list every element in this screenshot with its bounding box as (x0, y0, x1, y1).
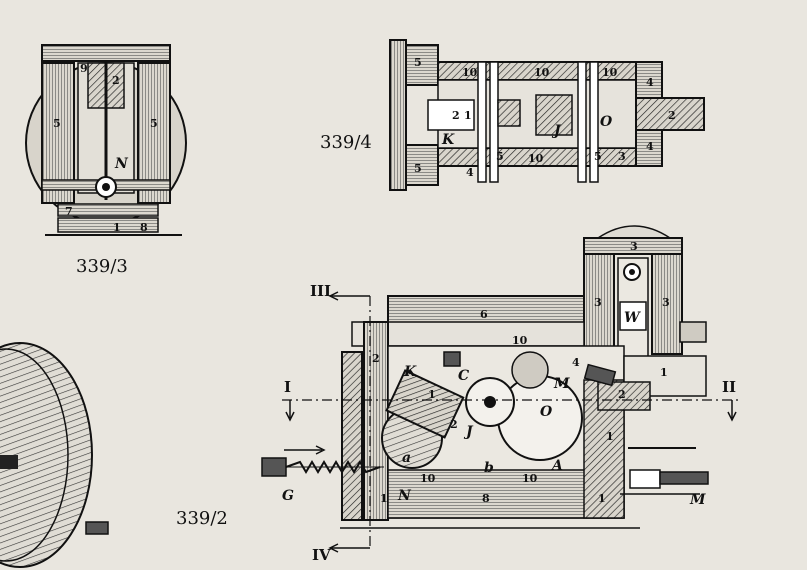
caption-339-3: 339/3 (76, 256, 128, 277)
section-mark-IV: IV (312, 546, 331, 564)
label-4-bottom: 4 (466, 166, 474, 179)
label-10-d: 10 (528, 152, 544, 165)
section-mark-II: II (722, 378, 736, 396)
label-6: 6 (480, 308, 488, 321)
figure-339-4: 5 5 10 10 10 10 4 4 2 2 1 K J O 5 4 5 3 … (320, 39, 705, 191)
figure-339-3: 5 5 2 N 7 1 8 9 339/3 (25, 44, 187, 277)
label-4: 4 (572, 356, 580, 369)
label-5-bottom: 5 (414, 162, 422, 175)
base-plate-1 (57, 203, 159, 217)
label-2-right: 2 (668, 109, 676, 122)
label-3-right: 3 (662, 296, 670, 309)
label-2-mid: 2 (618, 388, 626, 401)
label-1-small: 1 (428, 388, 436, 401)
label-N: N (397, 488, 412, 504)
label-3-b: 3 (618, 150, 626, 163)
caption-339-2: 339/2 (176, 508, 228, 529)
section-mark-I: I (284, 378, 291, 396)
label-2-small: 2 (450, 418, 458, 431)
shaft-2 (635, 97, 705, 131)
label-a: a (402, 450, 411, 466)
label-1-arrow: 1 (660, 366, 668, 379)
label-8: 8 (140, 221, 148, 234)
label-C: C (458, 368, 469, 384)
label-1-bot-right: 1 (598, 492, 606, 505)
label-4-right-bottom: 4 (646, 140, 654, 153)
label-3-left: 3 (594, 296, 602, 309)
label-10-b2: 10 (522, 472, 538, 485)
label-1-K: 1 (464, 109, 472, 122)
wheel-fragment (0, 342, 109, 568)
label-b: b (484, 460, 494, 476)
label-1-right: 1 (606, 430, 614, 443)
base-plate-2 (57, 217, 159, 233)
figure-339-2: I II III IV 3 3 3 W 6 10 2 K C M 4 1 2 1… (176, 225, 740, 564)
label-10-b: 10 (534, 66, 550, 79)
label-7: 7 (65, 205, 73, 218)
caption-339-4: 339/4 (320, 132, 372, 153)
label-1: 1 (113, 221, 121, 234)
label-5-top: 5 (414, 56, 422, 69)
label-10-top: 10 (512, 334, 528, 347)
label-K: K (403, 364, 417, 380)
label-J: J (551, 123, 562, 139)
label-5-left: 5 (53, 117, 61, 130)
label-5-mid: 5 (496, 150, 504, 163)
label-2-left: 2 (372, 352, 380, 365)
top-rail (41, 44, 171, 62)
section-mark-III: III (310, 282, 331, 300)
screw-head-G (261, 457, 287, 477)
label-O: O (540, 404, 553, 420)
label-10-c: 10 (602, 66, 618, 79)
left-wall (389, 39, 407, 191)
label-O: O (600, 114, 613, 130)
label-M: M (553, 376, 570, 392)
label-N: N (114, 156, 129, 172)
label-5-b2: 5 (594, 150, 602, 163)
label-4-right-top: 4 (646, 76, 654, 89)
label-5-right: 5 (150, 117, 158, 130)
label-9: 9 (80, 62, 88, 75)
label-8: 8 (482, 492, 490, 505)
label-10-a: 10 (462, 66, 478, 79)
label-3-top: 3 (630, 240, 638, 253)
label-10-b1: 10 (420, 472, 436, 485)
label-2: 2 (112, 74, 120, 87)
label-J: J (463, 424, 474, 440)
label-W: W (624, 310, 641, 326)
label-1-bot-left: 1 (380, 492, 388, 505)
label-M-right: M (689, 492, 706, 508)
gear-J (535, 94, 573, 136)
label-2-K: 2 (452, 109, 460, 122)
label-K: K (441, 132, 455, 148)
label-A: A (550, 458, 563, 474)
block-K (427, 99, 475, 131)
label-G: G (282, 488, 294, 504)
